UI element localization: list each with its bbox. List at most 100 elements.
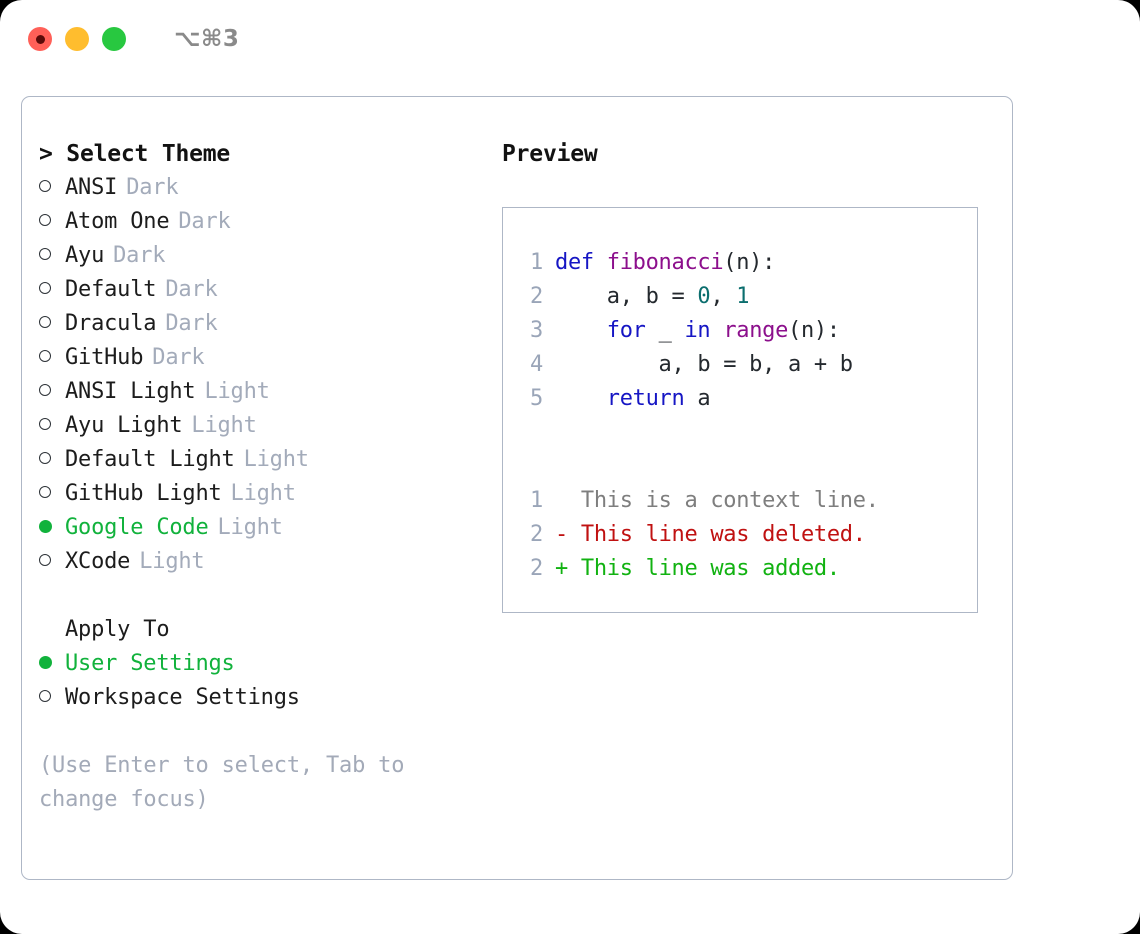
radio-dot (39, 316, 51, 328)
diff-text: This line was added. (567, 556, 840, 581)
code-token-fn: fibonacci (606, 250, 724, 275)
diff-line-add: 2+ This line was added. (517, 552, 977, 586)
code-diff-gap-2 (517, 450, 977, 484)
theme-option-ayu-light[interactable]: Ayu Light Light (39, 409, 489, 443)
diff-text: This is a context line. (567, 488, 879, 513)
apply-to-option-user-settings[interactable]: User Settings (39, 647, 489, 681)
hint-gap (39, 715, 489, 749)
apply-to-option-workspace-settings[interactable]: Workspace Settings (39, 681, 489, 715)
maximize-button-icon[interactable] (102, 27, 126, 51)
code-line-content: a, b = 0, 1 (555, 280, 750, 314)
code-line: 5 return a (517, 382, 977, 416)
theme-option-github[interactable]: GitHub Dark (39, 341, 489, 375)
radio-dot (39, 520, 52, 533)
theme-variant-tag: Dark (152, 345, 205, 370)
theme-option-label: Dracula (65, 311, 157, 336)
minimize-button-icon[interactable] (65, 27, 89, 51)
radio-dot (39, 248, 51, 260)
keyboard-hint-text: (Use Enter to select, Tab to change focu… (39, 753, 418, 812)
close-button-icon[interactable] (28, 27, 52, 51)
line-number: 1 (530, 488, 543, 513)
code-token-pl: (n): (723, 250, 776, 275)
theme-variant-tag: Dark (126, 175, 179, 200)
preview-heading: Preview (502, 141, 598, 167)
theme-variant-tag: Dark (113, 243, 166, 268)
theme-variant-tag: Light (243, 447, 309, 472)
theme-option-dracula[interactable]: Dracula Dark (39, 307, 489, 341)
theme-variant-tag: Light (230, 481, 296, 506)
select-theme-heading: > Select Theme (39, 141, 231, 167)
code-token-num: 0 (697, 284, 711, 309)
line-number: 3 (530, 318, 543, 343)
apply-to-option-label: User Settings (65, 651, 235, 676)
theme-variant-tag: Dark (165, 277, 218, 302)
theme-variant-tag: Light (139, 549, 205, 574)
line-number: 2 (530, 284, 543, 309)
theme-option-label: Ayu Light (65, 413, 183, 438)
code-line-content: a, b = b, a + b (555, 348, 854, 382)
line-number: 1 (530, 250, 543, 275)
theme-option-label: Default (65, 277, 157, 302)
code-diff-gap (517, 416, 977, 450)
theme-option-label: GitHub Light (65, 481, 222, 506)
diff-marker (555, 488, 568, 513)
theme-option-label: Default Light (65, 447, 235, 472)
radio-dot (39, 656, 52, 669)
diff-line-ctx: 1 This is a context line. (517, 484, 977, 518)
theme-option-github-light[interactable]: GitHub Light Light (39, 477, 489, 511)
radio-dot (39, 486, 51, 498)
list-gap (39, 579, 489, 613)
theme-variant-tag: Light (204, 379, 270, 404)
code-token-fn: range (723, 318, 789, 343)
shortcut-label: ⌥⌘3 (174, 26, 240, 52)
code-line-content: return a (555, 382, 711, 416)
theme-option-default[interactable]: Default Dark (39, 273, 489, 307)
code-token-pl: _ (645, 318, 685, 343)
title-bar: ⌥⌘3 (0, 0, 1140, 78)
theme-option-label: GitHub (65, 345, 144, 370)
radio-dot (39, 214, 51, 226)
diff-sample: 1 This is a context line. 2 - This line wa… (517, 484, 977, 586)
code-token-num: 1 (736, 284, 750, 309)
apply-to-label: Apply To (65, 617, 170, 642)
theme-variant-tag: Dark (165, 311, 218, 336)
code-token-pl: a (684, 386, 711, 411)
radio-dot (39, 452, 51, 464)
diff-marker: + (555, 556, 568, 581)
line-number: 5 (530, 386, 543, 411)
radio-dot (39, 690, 51, 702)
code-token-pl (710, 318, 723, 343)
code-token-kw: in (684, 318, 711, 343)
theme-variant-tag: Dark (178, 209, 231, 234)
theme-variant-tag: Light (191, 413, 257, 438)
line-number: 2 (530, 522, 543, 547)
window-controls (28, 27, 126, 51)
diff-line-del: 2 - This line was deleted. (517, 518, 977, 552)
diff-line-content: - This line was deleted. (555, 518, 866, 552)
radio-dot (39, 180, 51, 192)
apply-to-option-label: Workspace Settings (65, 685, 300, 710)
code-token-kw: return (606, 386, 685, 411)
code-token-pl: , (710, 284, 737, 309)
radio-dot (39, 554, 51, 566)
theme-option-default-light[interactable]: Default Light Light (39, 443, 489, 477)
radio-dot (39, 384, 51, 396)
radio-dot (39, 418, 51, 430)
code-line: 2 a, b = 0, 1 (517, 280, 977, 314)
radio-dot (39, 350, 51, 362)
code-token-kw: for (606, 318, 646, 343)
